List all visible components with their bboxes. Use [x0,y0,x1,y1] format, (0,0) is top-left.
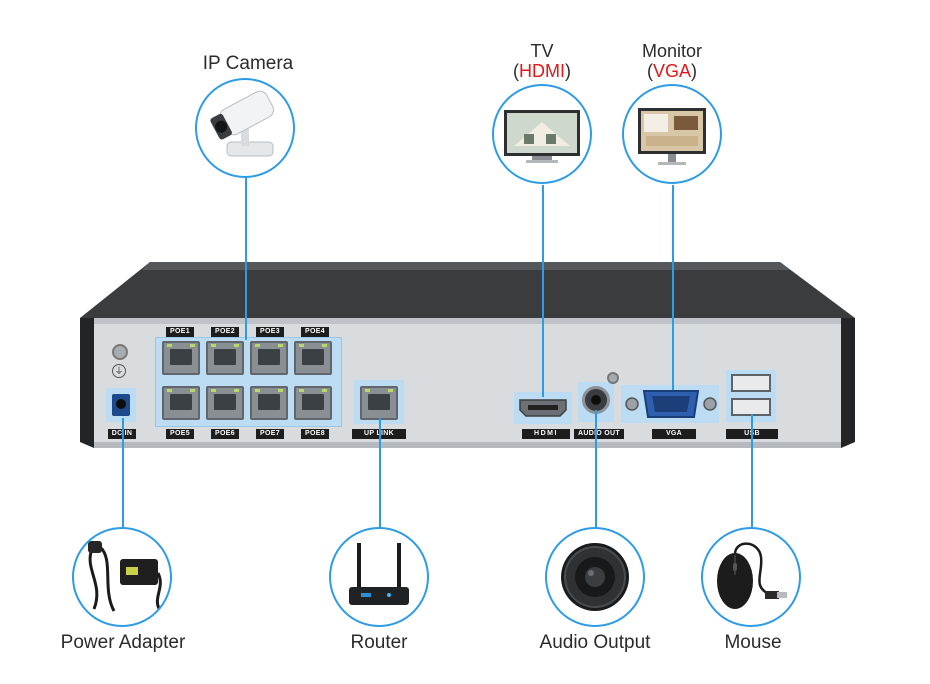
monitor-port-paren-open: ( [646,61,653,81]
panel-screw-icon [607,372,619,384]
tv-port-label: HDMI [519,61,565,81]
poe1-port [162,341,200,375]
monitor-title: Monitor [627,42,717,60]
poe5-port [162,386,200,420]
usb-port-top [731,374,771,392]
poe4-port [294,341,332,375]
power-adapter-label: Power Adapter [60,632,186,653]
poe7-port [250,386,288,420]
ip-camera-icon [210,90,274,157]
audio-output-label: Audio Output [539,632,651,653]
poe2-label: POE2 [211,327,239,337]
mouse-connector-line [751,414,753,528]
uplink-port [360,386,398,420]
camera-connector-line [245,172,247,340]
mouse-circle [701,527,801,627]
tv-icon [504,110,580,163]
vga-port [625,390,717,418]
speaker-icon [561,543,629,611]
router-circle [329,527,429,627]
router-connector-line [379,418,381,528]
audio-out-label: AUDIO OUT [574,429,624,439]
tv-circle [492,84,592,184]
poe2-port [206,341,244,375]
power-adapter-circle [72,527,172,627]
mouse-label: Mouse [724,632,782,653]
tv-port-paren-close: ) [565,61,571,81]
ip-camera-label: IP Camera [202,53,294,74]
ground-screw-icon [112,344,128,360]
hdmi-label: HDMI [522,429,570,439]
power-connector-line [122,418,124,528]
poe3-port [250,341,288,375]
audio-connector-line [595,410,597,528]
power-adapter-icon [88,541,164,614]
poe6-port [206,386,244,420]
tv-title: TV [502,42,582,60]
dc-in-jack-icon [116,399,126,409]
tv-connector-line [542,185,544,397]
monitor-circle [622,84,722,184]
poe1-label: POE1 [166,327,194,337]
monitor-label: Monitor [641,41,703,61]
tv-label: TV [530,41,554,61]
monitor-icon [638,108,706,165]
monitor-port-caption: (VGA) [622,62,722,80]
vga-label: VGA [652,429,696,439]
ip-camera-circle [195,78,295,178]
hdmi-port [519,399,567,417]
tv-port-caption: (HDMI) [492,62,592,80]
monitor-port-label: VGA [652,61,691,81]
audio-output-circle [545,527,645,627]
mouse-icon [717,542,787,609]
ground-symbol-icon: ⏚ [112,364,126,378]
poe8-label: POE8 [301,429,329,439]
poe4-label: POE4 [301,327,329,337]
poe6-label: POE6 [211,429,239,439]
router-icon [349,543,409,605]
poe5-label: POE5 [166,429,194,439]
monitor-port-paren-close: ) [691,61,697,81]
monitor-connector-line [672,185,674,390]
poe8-port [294,386,332,420]
poe7-label: POE7 [256,429,284,439]
tv-port-paren-open: ( [513,61,519,81]
router-label: Router [350,632,408,653]
audio-out-jack-icon [591,395,601,405]
poe3-label: POE3 [256,327,284,337]
